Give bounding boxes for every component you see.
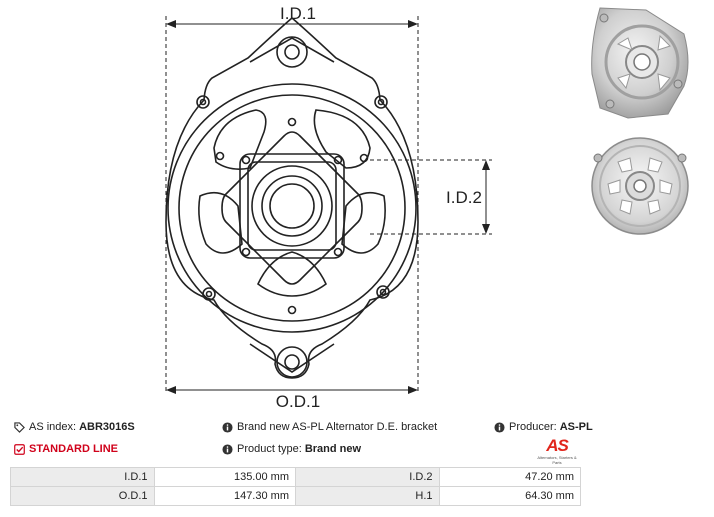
shaft-hole: [269, 183, 315, 229]
technical-drawing: I.D.1 I.D.2 O.D.1: [165, 4, 492, 411]
product-type-label: Product type:: [237, 443, 302, 455]
as-index-value: ABR3016S: [79, 421, 135, 433]
dimension-label-id1: I.D.1: [280, 4, 316, 23]
as-index-label: AS index:: [29, 421, 77, 433]
spec-value: 47.20 mm: [438, 467, 582, 487]
spec-key: I.D.2: [294, 467, 440, 487]
screw-hole: [196, 95, 210, 109]
logo-mark: AS: [546, 436, 569, 455]
spec-key: O.D.1: [10, 486, 155, 506]
producer-value: AS-PL: [559, 421, 593, 433]
screw-hole: [202, 287, 216, 301]
info-icon: [222, 421, 233, 433]
table-row: O.D.1 147.30 mm H.1 64.30 mm: [10, 486, 582, 506]
table-row: I.D.1 135.00 mm I.D.2 47.20 mm: [10, 467, 582, 487]
spec-value: 64.30 mm: [438, 486, 582, 506]
producer-row: Producer: AS-PL: [494, 420, 593, 434]
standard-line-row: STANDARD LINE: [14, 442, 118, 456]
tag-icon: [14, 421, 25, 433]
outer-ring: [167, 83, 417, 333]
checkbox-check-icon: [14, 443, 25, 455]
as-index-row: AS index: ABR3016S: [14, 420, 135, 434]
bearing-seat-inner: [261, 175, 323, 237]
vent-window: [341, 191, 386, 254]
product-type-row: Product type: Brand new: [222, 442, 361, 456]
top-ear-outer: [276, 36, 308, 68]
vent-window: [198, 191, 243, 254]
bracket-outline: [165, 16, 419, 379]
as-pl-logo: AS Alternators, Starters & Parts: [533, 436, 581, 466]
spec-key: H.1: [294, 486, 440, 506]
dimension-label-id2: I.D.2: [446, 188, 482, 207]
inner-ring: [178, 94, 406, 322]
hub-square: [239, 153, 345, 259]
logo-tagline: Alternators, Starters & Parts: [537, 455, 577, 465]
spec-table: I.D.1 135.00 mm I.D.2 47.20 mm O.D.1 147…: [10, 467, 582, 506]
vent-window: [213, 109, 267, 170]
product-type-value: Brand new: [304, 443, 362, 455]
bearing-seat-outer: [251, 165, 333, 247]
product-photo-front[interactable]: [588, 128, 692, 246]
spec-key: I.D.1: [10, 467, 155, 487]
screw-hole: [376, 285, 390, 299]
hub-plate: [221, 131, 363, 285]
spec-value: 147.30 mm: [153, 486, 296, 506]
info-icon: [494, 421, 505, 433]
dimension-label-od1: O.D.1: [276, 392, 320, 411]
product-description: Brand new AS-PL Alternator D.E. bracket: [237, 421, 438, 433]
producer-label: Producer:: [509, 421, 557, 433]
product-photo-top[interactable]: [588, 4, 692, 122]
screw-hole: [374, 95, 388, 109]
vent-window: [313, 109, 371, 169]
top-ear-inner: [284, 44, 300, 60]
spec-value: 135.00 mm: [153, 467, 296, 487]
standard-line-label: STANDARD LINE: [29, 443, 119, 455]
description-row: Brand new AS-PL Alternator D.E. bracket: [222, 420, 437, 434]
info-icon: [222, 443, 233, 455]
bottom-ear-inner: [284, 354, 300, 370]
